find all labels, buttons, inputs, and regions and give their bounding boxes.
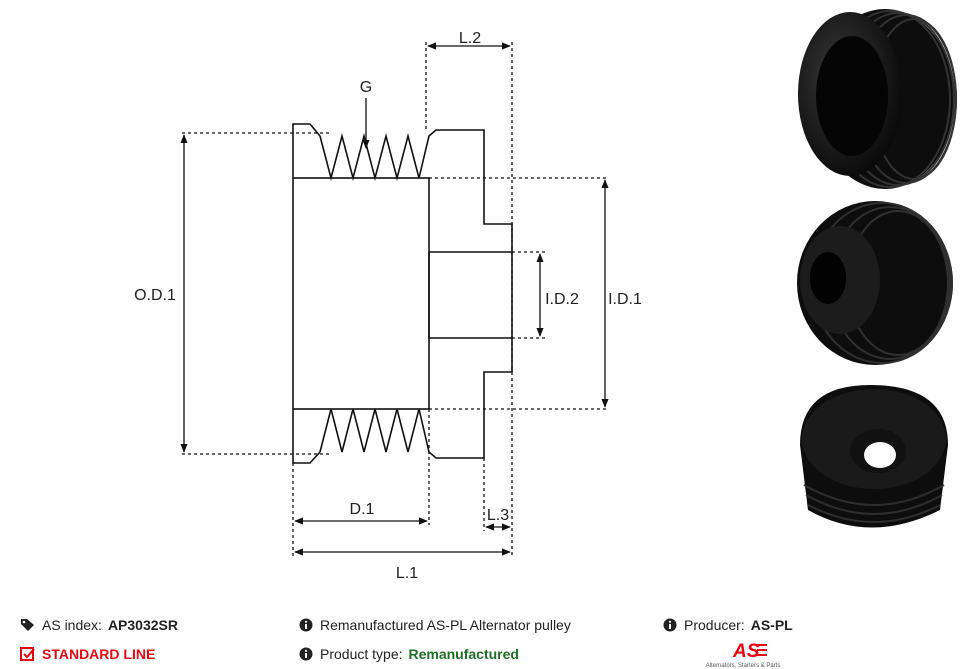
label-id2: I.D.2	[545, 291, 579, 308]
as-index-label: AS index:	[42, 617, 102, 633]
as-logo-mark: AS	[732, 641, 767, 662]
label-d1: D.1	[350, 501, 375, 518]
producer-label: Producer:	[684, 617, 745, 633]
svg-text:AS: AS	[732, 641, 760, 660]
pulley-photo-side	[797, 201, 953, 365]
product-type-row: Product type: Remanufactured	[298, 646, 519, 662]
check-square-icon	[20, 647, 35, 661]
logo-subtitle: Alternators, Starters & Parts	[705, 663, 781, 669]
description-row: Remanufactured AS-PL Alternator pulley	[298, 617, 571, 633]
producer-row: Producer: AS-PL	[662, 617, 793, 633]
pulley-outline	[292, 123, 513, 464]
tags-icon	[21, 619, 34, 631]
label-id1: I.D.1	[608, 291, 642, 308]
product-type-value: Remanufactured	[408, 646, 519, 662]
pulley-photo-back	[800, 385, 948, 528]
pulley-technical-drawing: L.2 G O.D.1 I.D.2 I.D.1 D.1 L.3 L.1	[134, 30, 642, 582]
as-index-row: AS index: AP3032SR	[20, 617, 178, 633]
product-type-label: Product type:	[320, 646, 403, 662]
producer-value: AS-PL	[750, 617, 793, 633]
pulley-photo-front	[798, 9, 957, 189]
label-l2: L.2	[459, 30, 481, 47]
label-l1: L.1	[396, 565, 418, 582]
info-circle-icon	[299, 647, 313, 661]
label-l3: L.3	[487, 507, 509, 524]
description-text: Remanufactured AS-PL Alternator pulley	[320, 617, 571, 633]
label-od1: O.D.1	[134, 287, 176, 304]
info-circle-icon	[299, 618, 313, 632]
standard-line-row: STANDARD LINE	[20, 646, 155, 662]
standard-line-label: STANDARD LINE	[42, 646, 156, 662]
dimension-arrows	[180, 42, 609, 556]
as-pl-logo: AS Alternators, Starters & Parts	[702, 640, 784, 669]
as-index-value: AP3032SR	[107, 617, 178, 633]
dimension-helper-lines	[182, 42, 607, 556]
pulley-body	[292, 177, 430, 410]
info-circle-icon	[663, 618, 677, 632]
label-g: G	[360, 79, 372, 96]
